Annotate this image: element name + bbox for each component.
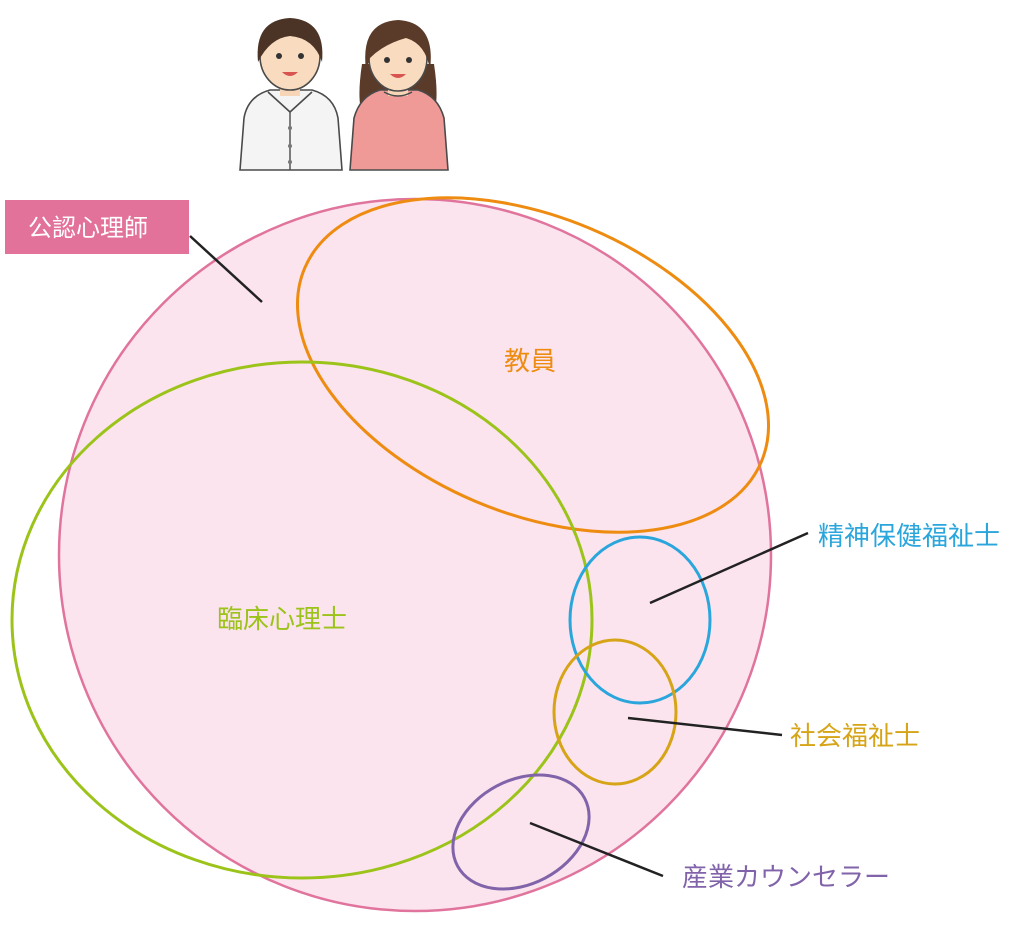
- industrial-leader-line: [529, 821, 664, 878]
- psw-label: 精神保健福祉士: [818, 522, 1000, 552]
- industrial-ellipse: [451, 773, 591, 891]
- main-badge-label: 公認心理師: [28, 214, 148, 242]
- social-leader-line: [627, 716, 783, 737]
- clinical-label: 臨床心理士: [217, 605, 347, 635]
- main-circle: [57, 197, 773, 913]
- main-badge: 公認心理師: [5, 200, 189, 254]
- people-illustration: [239, 18, 449, 171]
- clinical-ellipse: [10, 360, 594, 880]
- teacher-label: 教員: [504, 347, 556, 377]
- industrial-label: 産業カウンセラー: [682, 863, 890, 893]
- main-leader-line: [189, 235, 263, 303]
- psw-ellipse: [568, 535, 712, 705]
- psw-leader-line: [649, 531, 809, 605]
- social-label: 社会福祉士: [790, 722, 920, 752]
- woman-illustration: [349, 20, 449, 171]
- teacher-ellipse: [296, 196, 770, 534]
- social-ellipse: [552, 638, 678, 786]
- man-illustration: [239, 18, 343, 171]
